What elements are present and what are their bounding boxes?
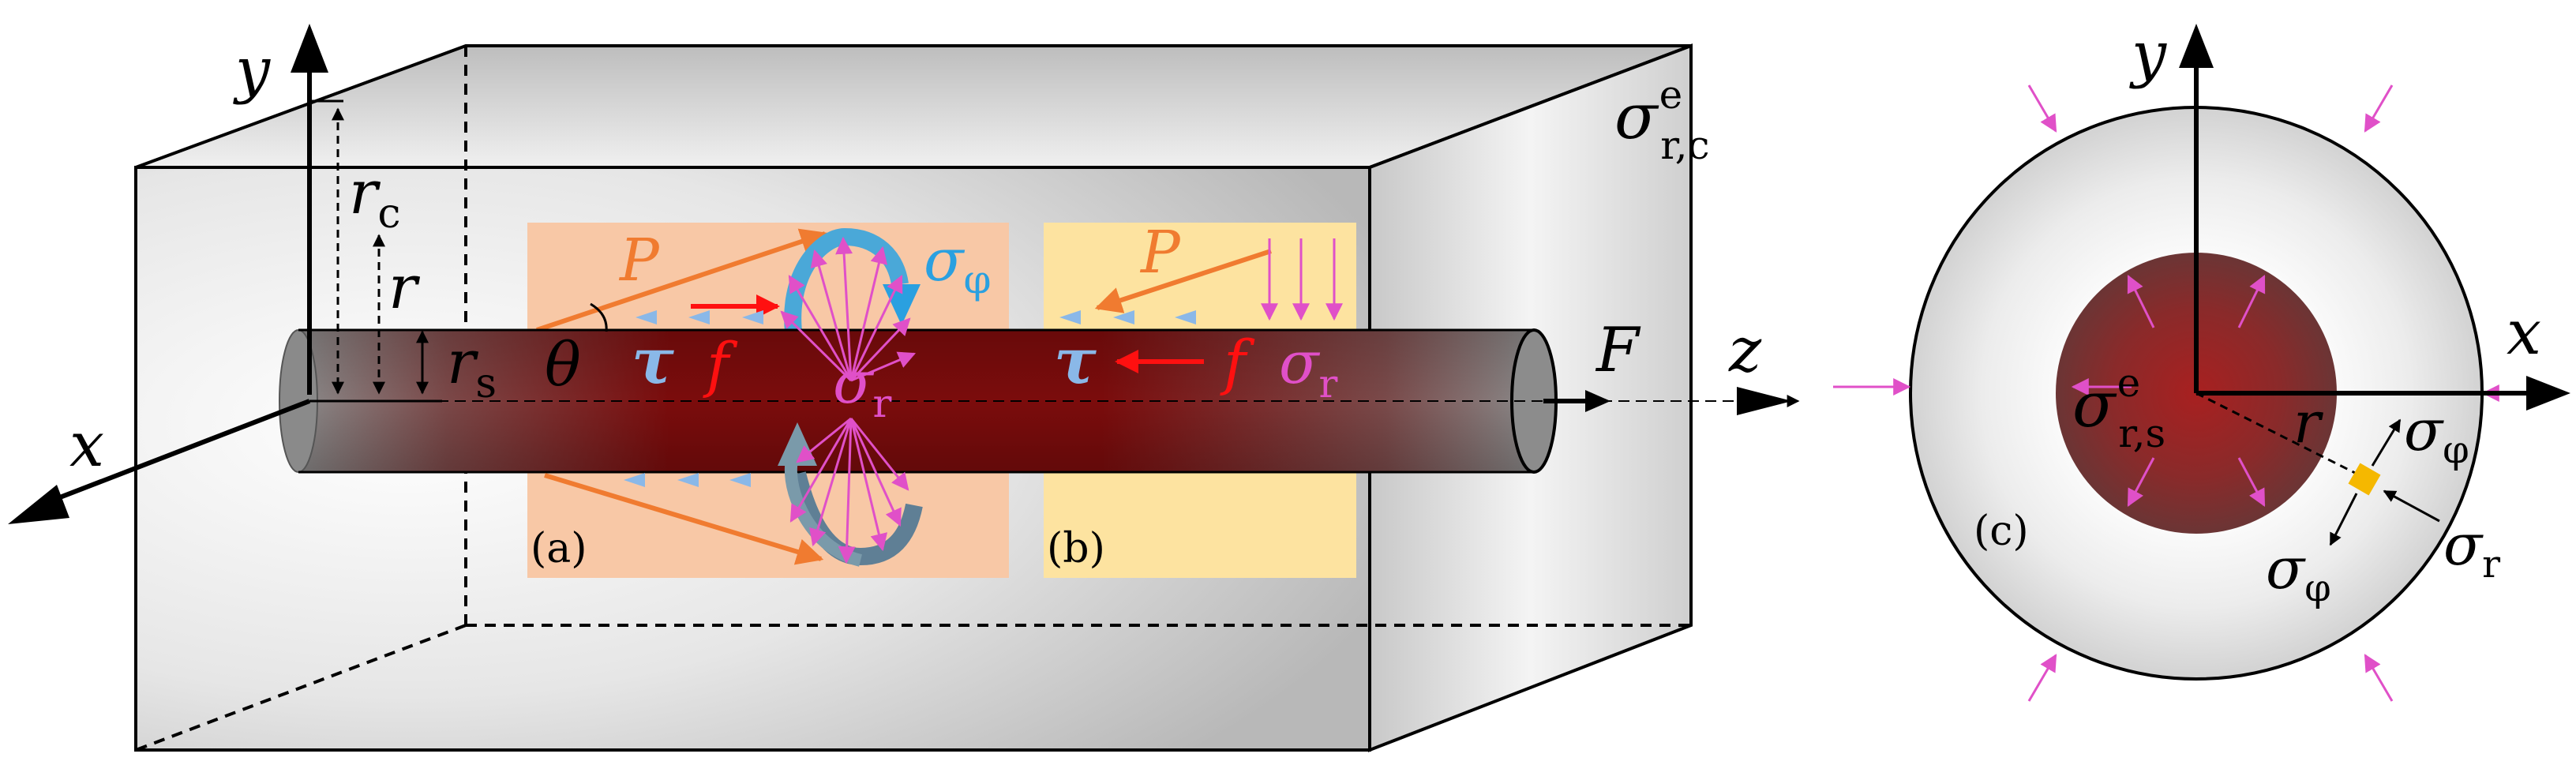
left-axes <box>8 24 442 524</box>
shear-label-b: τ <box>1054 324 1097 398</box>
x-axis-label: x <box>69 410 104 481</box>
stress-element <box>2329 418 2440 546</box>
pressure-label-a: P <box>618 227 660 294</box>
shear-label-a: τ <box>632 324 674 398</box>
z-axis-label: z <box>1728 315 1762 386</box>
cs-hoop-label-lower: σφ <box>2266 535 2331 610</box>
cs-r-label: r <box>2293 389 2323 456</box>
force-arrow-F <box>1543 390 1610 412</box>
cs-x-label: x <box>2507 298 2541 369</box>
y-axis-label: y <box>233 35 271 106</box>
pressure-arrow-bottom <box>544 473 824 565</box>
theta-arc <box>590 302 608 332</box>
panel-a-label: (a) <box>531 525 587 572</box>
radial-stress-label-a: σr <box>833 349 892 426</box>
r-s-label: rs <box>447 327 497 407</box>
internal-pressure-arrows <box>2071 275 2266 507</box>
radial-stress-arrows-b <box>1261 238 1343 321</box>
x-axis-line <box>38 399 311 508</box>
panel-a-bottom <box>544 473 824 565</box>
cs-radial-label: σr <box>2443 512 2500 587</box>
shear-triangles-b <box>1059 310 1196 324</box>
pressure-arrow-top <box>536 228 828 332</box>
pressure-arrow-b <box>1094 249 1272 313</box>
cross-section <box>1833 24 2570 702</box>
panel-c-label: (c) <box>1974 508 2029 555</box>
panel-a-top <box>536 228 828 332</box>
r-c-label: rc <box>349 157 400 238</box>
panel-b-top <box>1059 238 1343 324</box>
panel-b-label: (b) <box>1047 525 1105 572</box>
r-label: r <box>388 252 421 322</box>
radial-stress-label-b: σr <box>1279 329 1338 407</box>
shear-triangles-bottom <box>624 473 751 487</box>
theta-label: θ <box>545 329 581 399</box>
hoop-stress-label-a: σφ <box>924 227 992 302</box>
shear-triangles-top <box>636 310 763 324</box>
cs-y-label: y <box>2129 19 2167 90</box>
pressure-label-b: P <box>1139 219 1181 287</box>
cs-hoop-label-upper: σφ <box>2404 397 2469 472</box>
cs-radius-line <box>2195 392 2365 479</box>
radial-stress-arrows-a <box>780 236 917 564</box>
force-label-F: F <box>1595 315 1641 386</box>
